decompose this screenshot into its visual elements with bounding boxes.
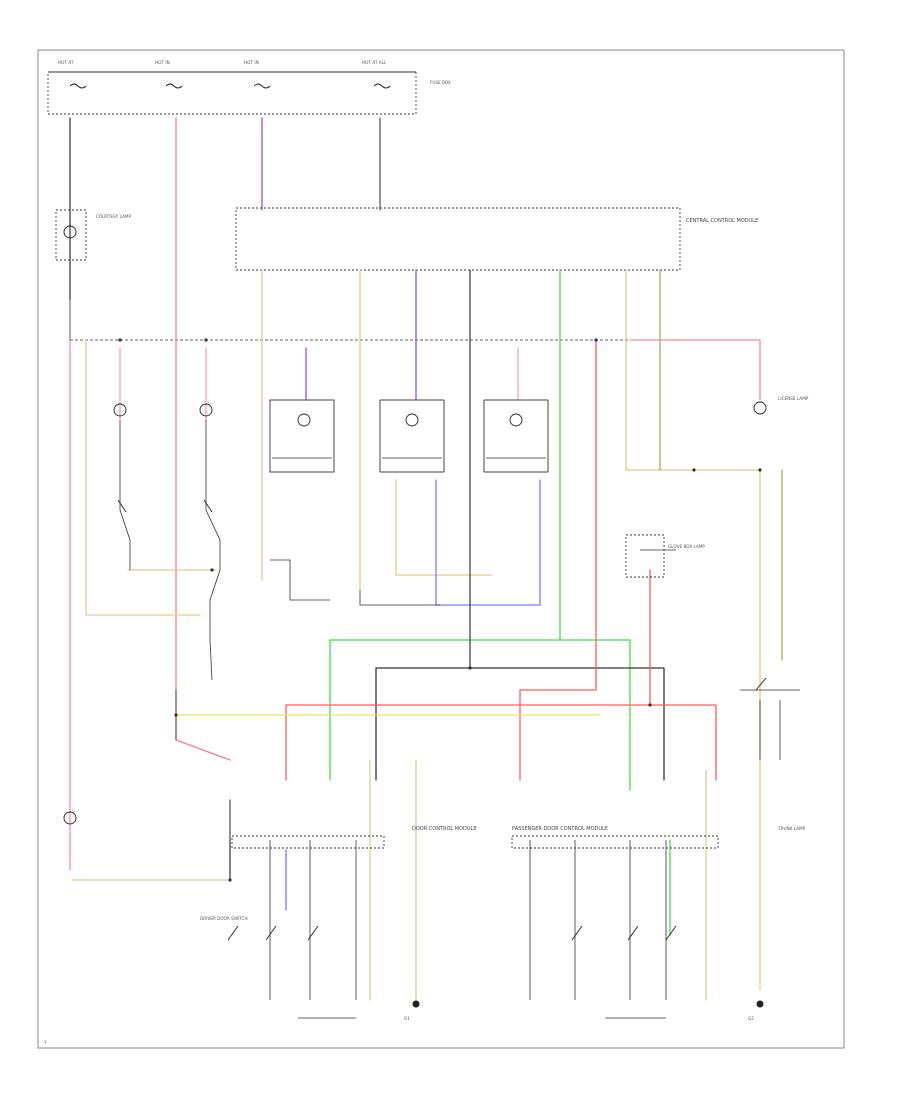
wire-blue-1 xyxy=(435,479,541,606)
trunk-label: TRUNK LAMP xyxy=(777,826,806,831)
lamp-icon xyxy=(63,811,77,825)
door-module-right: PASSENGER DOOR CONTROL MODULE xyxy=(511,826,719,849)
door-module-left: DOOR CONTROL MODULE DRIVER DOOR SWITCH xyxy=(200,826,477,921)
lamp-box-2 xyxy=(379,399,445,473)
hot-label-2: HOT IN xyxy=(155,60,170,65)
door-control-label: DOOR CONTROL MODULE xyxy=(412,826,477,832)
courtesy-switch-box xyxy=(55,209,87,261)
wire-red-right-5 xyxy=(629,339,761,401)
hot-label-1: HOT AT xyxy=(58,60,74,65)
ground-icon xyxy=(756,1000,764,1008)
wire-group xyxy=(69,117,783,1001)
lamp-icon xyxy=(199,403,213,417)
courtesy-label: COURTESY LAMP xyxy=(96,214,132,219)
wire-red-right-2 xyxy=(285,704,717,781)
lamp-icon xyxy=(113,403,127,417)
fuse-block: HOT AT HOT IN HOT IN HOT AT ALL FUSE BOX xyxy=(47,60,451,115)
hot-label-3: HOT IN xyxy=(244,60,259,65)
relay-box xyxy=(625,534,665,578)
thin-wiring xyxy=(69,118,800,1019)
central-control-module: CENTRAL CONTROL MODULE xyxy=(235,207,758,271)
component-labels: COURTESY LAMP LICENSE LAMP GLOVE BOX LAM… xyxy=(96,214,809,831)
footer-code: Y xyxy=(43,1040,47,1045)
license-label: LICENSE LAMP xyxy=(778,396,809,401)
ground-label-2: G2 xyxy=(748,1016,754,1021)
lamp-symbols xyxy=(63,225,767,825)
wire-green-2 xyxy=(329,639,631,791)
ground-symbols: G1 G2 xyxy=(404,1000,764,1021)
switch-symbols xyxy=(227,925,677,941)
hot-label-4: HOT AT ALL xyxy=(362,60,387,65)
wire-red-left xyxy=(175,117,231,761)
lamp-icon xyxy=(753,401,767,415)
ground-icon xyxy=(412,1000,420,1008)
connector-dots xyxy=(118,338,762,882)
wire-red-right-1 xyxy=(519,339,597,781)
passenger-door-label: PASSENGER DOOR CONTROL MODULE xyxy=(512,826,608,832)
driver-switch-label: DRIVER DOOR SWITCH xyxy=(200,916,248,921)
wire-tan-4 xyxy=(85,339,201,616)
wire-tan-3 xyxy=(625,269,761,471)
ground-label-1: G1 xyxy=(404,1016,410,1021)
diagram-frame xyxy=(37,49,845,1049)
lamp-box-3 xyxy=(483,399,549,473)
glove-label: GLOVE BOX LAMP xyxy=(668,544,705,549)
central-module-label: CENTRAL CONTROL MODULE xyxy=(686,218,758,224)
wire-tan-6 xyxy=(395,479,493,576)
lamp-icon xyxy=(63,225,77,239)
lamp-box-1 xyxy=(269,399,335,473)
wire-black-2 xyxy=(375,667,665,781)
lamp-box-group xyxy=(269,399,549,473)
fuse-box-label: FUSE BOX xyxy=(430,80,451,85)
